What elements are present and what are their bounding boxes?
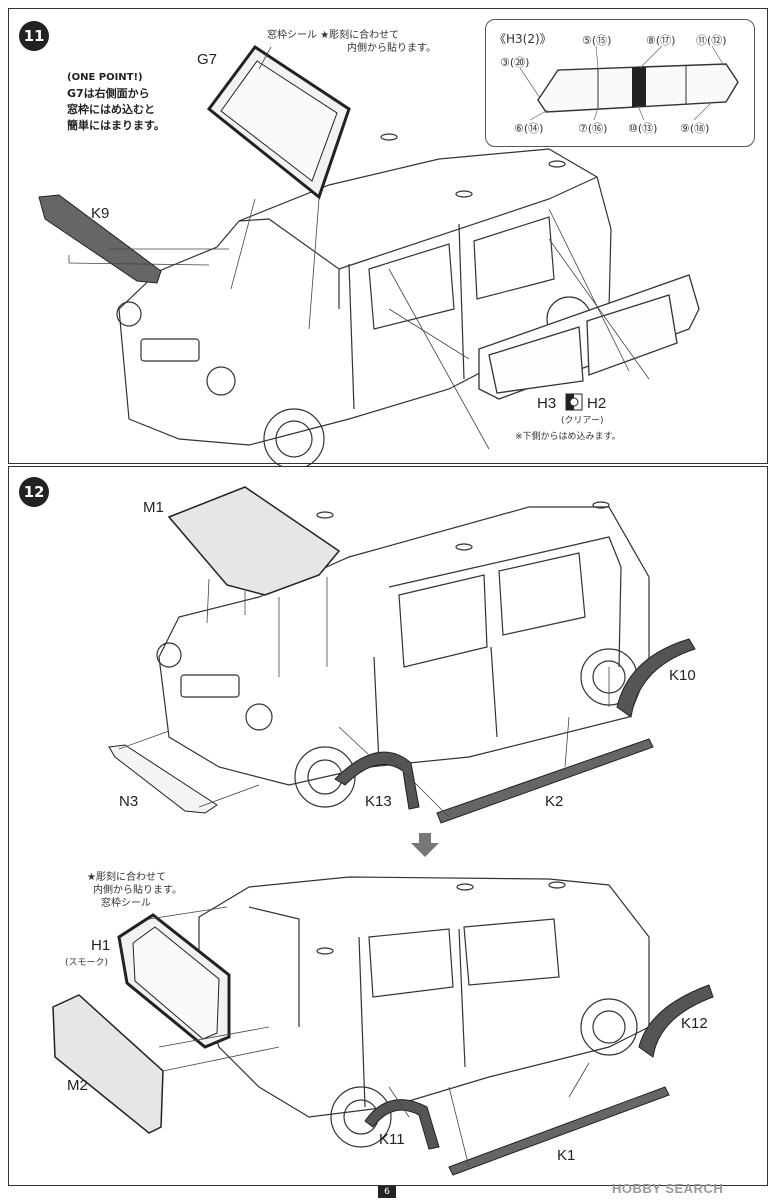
n3-label: N3 — [119, 793, 139, 810]
k12-part — [638, 984, 714, 1058]
step-11-number: 11 — [19, 21, 49, 51]
insert-note: ※下側からはめ込みます。 — [515, 432, 621, 442]
k10-part — [616, 638, 696, 718]
k13-label: K13 — [365, 793, 392, 810]
page-number: 6 — [378, 1186, 396, 1198]
k1-part — [448, 1086, 670, 1176]
step-11-panel: 11 (ONE POINT!) G7は右側面から 窓枠にはめ込むと 簡単にはまり… — [8, 8, 768, 470]
inset-left-label: ③(⑳) — [500, 56, 530, 69]
inset-top-label-2: ⑧(⑰) — [646, 34, 676, 47]
inset-bottom-label-3: ⑩(⑬) — [628, 122, 658, 135]
inset-bottom-label-2: ⑦(⑯) — [578, 122, 608, 135]
m1-hood — [167, 486, 341, 596]
inset-top-label-3: ⑪(⑫) — [696, 34, 727, 47]
one-point-line-1: G7は右側面から — [67, 87, 150, 100]
one-point-note: (ONE POINT!) G7は右側面から 窓枠にはめ込むと 簡単にはまります。 — [67, 69, 165, 134]
clear-label: (クリアー) — [561, 416, 604, 426]
h3-label: H3 — [537, 395, 557, 412]
sticker-note-11-line1: ★彫刻に合わせて — [320, 30, 400, 41]
h3-window-strip — [519, 45, 739, 121]
one-point-line-2: 窓枠にはめ込むと — [67, 103, 155, 116]
step-12-number: 12 — [19, 477, 49, 507]
h3-h2-windows — [478, 274, 700, 400]
k2-label: K2 — [545, 793, 564, 810]
step-12-illustration — [52, 486, 714, 1176]
inset-bottom-label-1: ⑥(⑭) — [514, 122, 544, 135]
k2-part — [436, 738, 654, 824]
sticker-label-11: 窓枠シール — [267, 30, 317, 41]
h1-label: H1 — [91, 937, 111, 954]
two-color-mark-icon — [565, 393, 583, 411]
k10-label: K10 — [669, 667, 696, 684]
sticker-label-12: 窓枠シール — [101, 898, 151, 909]
n3-part — [108, 744, 218, 814]
h2-label: H2 — [587, 395, 607, 412]
sticker-note-11-line2: 内側から貼ります。 — [347, 43, 436, 54]
k12-label: K12 — [681, 1015, 708, 1032]
watermark: HOBBY SEARCH — [612, 1181, 724, 1196]
step-11-illustration — [38, 44, 700, 470]
k11-part — [364, 1099, 440, 1150]
m2-label: M2 — [67, 1077, 88, 1094]
h1-rear-window — [117, 913, 231, 1049]
k1-label: K1 — [557, 1147, 576, 1164]
g7-label: G7 — [197, 51, 218, 68]
g7-windshield — [206, 44, 351, 200]
inset-title: 《H3(2)》 — [494, 32, 552, 46]
k9-label: K9 — [91, 205, 110, 222]
smoke-label: (スモーク) — [65, 958, 109, 968]
sticker-note-12-line1: ★彫刻に合わせて — [87, 872, 166, 883]
k11-label: K11 — [379, 1131, 405, 1148]
m2-tailgate — [52, 994, 164, 1134]
m1-label: M1 — [143, 499, 164, 516]
k9-part — [38, 194, 162, 284]
inset-top-label-1: ⑤(⑮) — [582, 34, 612, 47]
sticker-note-12-line2: 内側から貼ります。 — [93, 885, 182, 896]
step-12-panel: 12 — [8, 466, 768, 1186]
one-point-title: (ONE POINT!) — [67, 72, 143, 83]
down-arrow-icon — [411, 833, 439, 857]
inset-bottom-label-4: ⑨(⑱) — [680, 122, 710, 135]
sticker-note-11: 窓枠シール ★彫刻に合わせて 内側から貼ります。 — [267, 29, 436, 55]
h3-detail-inset: 《H3(2)》 ⑤(⑮) ⑧(⑰) ⑪(⑫) ③(⑳) ⑥(⑭) ⑦(⑯) ⑩(… — [485, 19, 755, 147]
one-point-line-3: 簡単にはまります。 — [67, 119, 165, 132]
sticker-note-12: ★彫刻に合わせて 内側から貼ります。 窓枠シール — [87, 871, 182, 910]
